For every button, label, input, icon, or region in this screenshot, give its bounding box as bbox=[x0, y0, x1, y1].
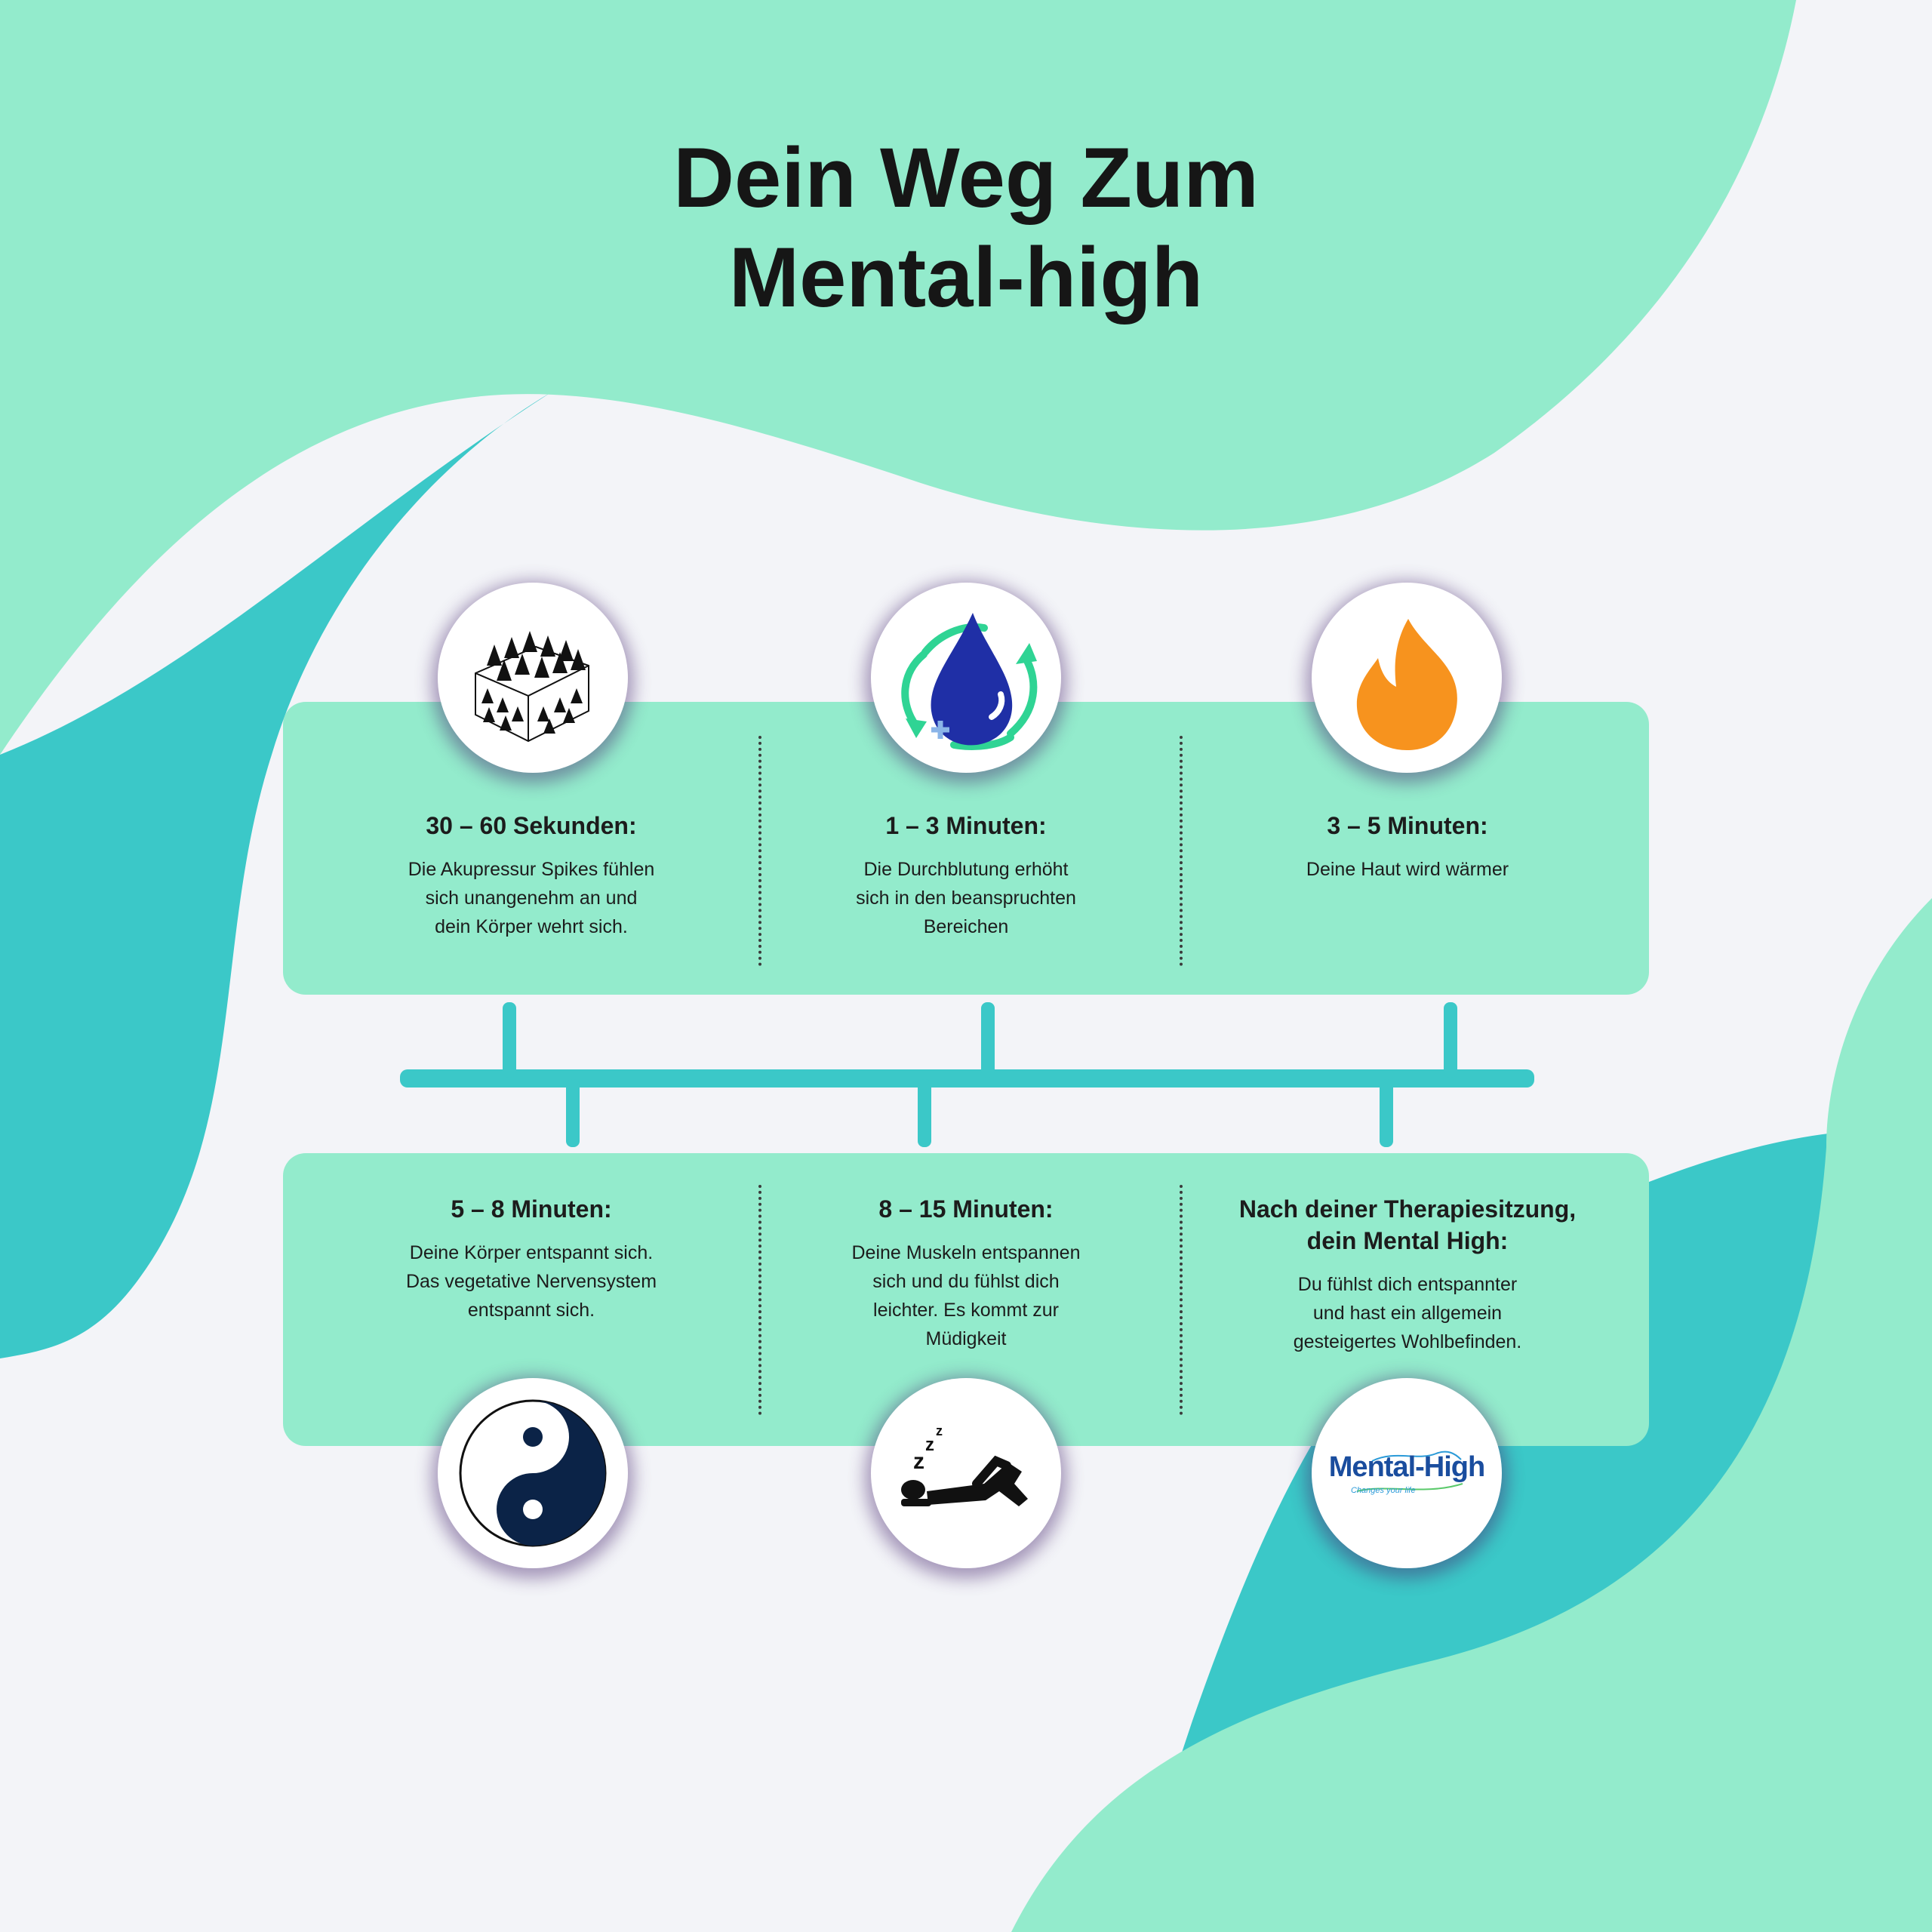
arrow-right-icon bbox=[1007, 654, 1038, 737]
page-title: Dein Weg Zum Mental-high bbox=[362, 128, 1570, 328]
divider-top-2 bbox=[1180, 736, 1183, 966]
step-1-heading: 30 – 60 Sekunden: bbox=[426, 812, 637, 839]
step-2-line-1: Die Durchblutung erhöht bbox=[863, 859, 1069, 880]
step-2-text: Die Durchblutung erhöht sich in den bean… bbox=[755, 855, 1177, 941]
mental-high-logo bbox=[1356, 1451, 1463, 1492]
logo-name: Mental-High bbox=[1328, 1451, 1485, 1483]
step-6-line-2: und hast ein allgemein bbox=[1312, 1303, 1503, 1324]
icon-circle-4 bbox=[438, 1378, 628, 1568]
step-4-heading: 5 – 8 Minuten: bbox=[451, 1195, 612, 1223]
step-4-text: Deine Körper entspannt sich. Das vegetat… bbox=[320, 1238, 743, 1324]
sleep-z-medium: z bbox=[925, 1435, 934, 1455]
step-5-heading: 8 – 15 Minuten: bbox=[878, 1195, 1054, 1223]
yin-yang-icon bbox=[459, 1399, 607, 1547]
step-3-heading: 3 – 5 Minuten: bbox=[1327, 812, 1488, 839]
sleep-z-large: z bbox=[913, 1449, 924, 1474]
icon-circle-3 bbox=[1312, 583, 1502, 773]
step-6-heading-line-2: dein Mental High: bbox=[1306, 1227, 1509, 1254]
logo-tagline: Changes your life bbox=[1351, 1486, 1416, 1495]
step-5-line-1: Deine Muskeln entspannen bbox=[851, 1242, 1081, 1263]
step-4-line-1: Deine Körper entspannt sich. bbox=[409, 1242, 654, 1263]
step-5-text: Deine Muskeln entspannen sich und du füh… bbox=[755, 1238, 1177, 1353]
flame-icon bbox=[1356, 619, 1457, 750]
step-1-line-1: Die Akupressur Spikes fühlen bbox=[408, 859, 655, 880]
step-2-line-2: sich in den beanspruchten bbox=[856, 888, 1076, 909]
bottom-mint-shape bbox=[1011, 898, 1932, 1932]
title-line-2: Mental-high bbox=[728, 230, 1204, 325]
step-2-heading: 1 – 3 Minuten: bbox=[885, 812, 1047, 839]
divider-bottom-2 bbox=[1180, 1185, 1183, 1415]
step-1-text: Die Akupressur Spikes fühlen sich unange… bbox=[320, 855, 743, 941]
step-6: Nach deiner Therapiesitzung, dein Mental… bbox=[1196, 1193, 1619, 1356]
step-2: 1 – 3 Minuten: Die Durchblutung erhöht s… bbox=[755, 810, 1177, 941]
divider-top-1 bbox=[758, 736, 761, 966]
step-4: 5 – 8 Minuten: Deine Körper entspannt si… bbox=[320, 1193, 743, 1324]
icon-circle-5: z z z bbox=[871, 1378, 1061, 1568]
step-6-heading-line-1: Nach deiner Therapiesitzung, bbox=[1238, 1195, 1577, 1223]
sleeping-person-icon: z z z bbox=[901, 1423, 1028, 1506]
icon-circle-1 bbox=[438, 583, 628, 773]
step-1-line-3: dein Körper wehrt sich. bbox=[435, 916, 628, 937]
step-6-text: Du fühlst dich entspannter und hast ein … bbox=[1196, 1270, 1619, 1356]
acupressure-mat-icon bbox=[475, 631, 589, 743]
plus-icon bbox=[931, 721, 949, 739]
arrow-left-icon bbox=[901, 651, 928, 730]
title-line-1: Dein Weg Zum bbox=[673, 131, 1259, 225]
step-5-line-2: sich und du fühlst dich bbox=[872, 1271, 1060, 1292]
divider-bottom-1 bbox=[758, 1185, 761, 1415]
step-5: 8 – 15 Minuten: Deine Muskeln entspannen… bbox=[755, 1193, 1177, 1353]
step-6-line-1: Du fühlst dich entspannter bbox=[1297, 1274, 1518, 1295]
step-4-line-2: Das vegetative Nervensystem bbox=[405, 1271, 657, 1292]
step-3: 3 – 5 Minuten: Deine Haut wird wärmer bbox=[1196, 810, 1619, 884]
drop-icon bbox=[931, 613, 1013, 746]
step-6-line-3: gesteigertes Wohlbefinden. bbox=[1293, 1331, 1522, 1352]
step-3-text: Deine Haut wird wärmer bbox=[1196, 855, 1619, 884]
arrow-bottom-icon bbox=[950, 734, 1014, 750]
step-6-heading: Nach deiner Therapiesitzung, dein Mental… bbox=[1196, 1193, 1619, 1257]
step-1-line-2: sich unangenehm an und bbox=[425, 888, 638, 909]
sleep-z-small: z bbox=[936, 1423, 943, 1438]
step-2-line-3: Bereichen bbox=[923, 916, 1009, 937]
left-teal-shape bbox=[0, 392, 551, 1358]
icon-circle-6: Mental-High Changes your life bbox=[1312, 1378, 1502, 1568]
step-4-line-3: entspannt sich. bbox=[467, 1300, 595, 1321]
top-mint-shape bbox=[0, 0, 1796, 755]
step-1: 30 – 60 Sekunden: Die Akupressur Spikes … bbox=[320, 810, 743, 941]
step-5-line-4: Müdigkeit bbox=[925, 1328, 1007, 1349]
step-3-line-1: Deine Haut wird wärmer bbox=[1306, 859, 1509, 880]
blood-circulation-icon bbox=[901, 613, 1038, 750]
step-5-line-3: leichter. Es kommt zur bbox=[873, 1300, 1059, 1321]
icon-circle-2 bbox=[871, 583, 1061, 773]
